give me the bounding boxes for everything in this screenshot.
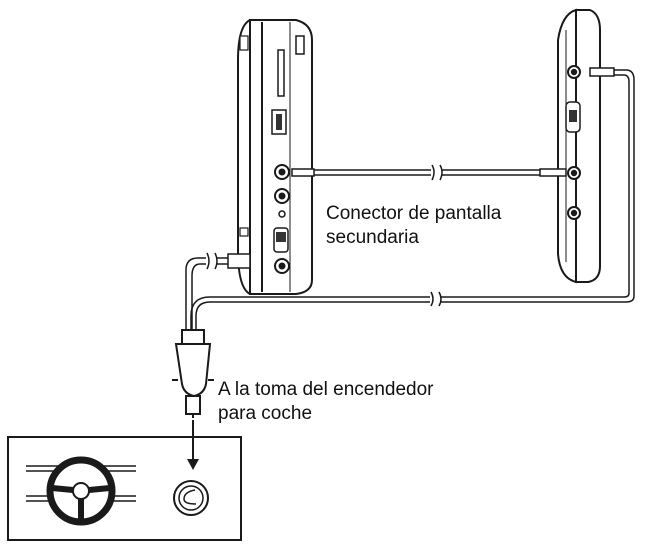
car-lighter-line-1: A la toma del encendedor bbox=[218, 379, 434, 400]
car-lighter-plug bbox=[172, 329, 214, 418]
main-player bbox=[237, 19, 313, 295]
secondary-screen bbox=[557, 8, 601, 284]
secondary-connector-line-2: secundaria bbox=[326, 227, 419, 248]
secondary-connector-label: Conector de pantalla secundaria bbox=[326, 202, 501, 250]
steering-wheel-icon bbox=[46, 456, 116, 526]
car-lighter-line-2: para coche bbox=[218, 403, 313, 424]
lighter-socket-icon bbox=[173, 480, 209, 516]
arrow-head bbox=[187, 459, 199, 470]
av-cable bbox=[291, 164, 567, 181]
car-lighter-label: A la toma del encendedor para coche bbox=[218, 378, 434, 426]
power-cable bbox=[185, 67, 635, 332]
secondary-connector-line-1: Conector de pantalla bbox=[326, 203, 502, 224]
